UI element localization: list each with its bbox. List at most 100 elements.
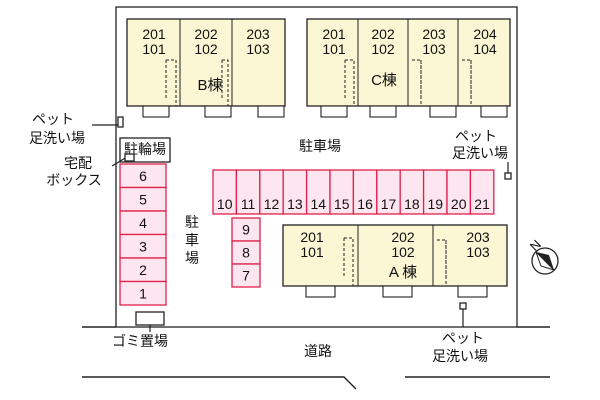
pet-footwash-left-marker (117, 116, 124, 128)
parking-space: 15 (329, 169, 355, 215)
unit-number: 203 (246, 26, 270, 42)
building-b-stair (165, 59, 177, 106)
parking-space: 4 (119, 210, 167, 236)
parking-left-column: 6 54 3 2 1 (119, 163, 167, 306)
parking-space: 12 (259, 169, 284, 215)
pet-footwash-bottom-label: ペット (442, 330, 484, 346)
parking-space-number: 16 (357, 196, 373, 212)
parking-area-label: 駐車場 (299, 138, 341, 154)
delivery-box-label: 宅配 (64, 155, 92, 171)
building-c-stair (344, 59, 355, 106)
building-a-balcony (457, 285, 488, 298)
parking-space: 19 (422, 169, 448, 215)
parking-space: 11 (235, 169, 261, 215)
unit-number: 102 (391, 244, 415, 260)
building-a-balcony (305, 285, 336, 298)
building-a-stair (437, 239, 447, 286)
parking-space-number: 8 (242, 245, 250, 261)
building-b-balcony (257, 105, 285, 118)
unit-number: 202 (194, 26, 218, 42)
road-edge-bottom-left (82, 376, 357, 390)
unit-number: 101 (142, 41, 166, 57)
parking-space-number: 2 (139, 262, 147, 278)
pet-footwash-left-label: ペット (32, 111, 74, 127)
building-a-balcony (382, 285, 413, 298)
building-c-stair (462, 59, 472, 106)
parking-space-number: 7 (242, 268, 250, 284)
parking-space-outline (469, 169, 495, 215)
parking-space-number: 14 (311, 196, 327, 212)
building-a-stair (343, 237, 354, 286)
building-c-stair (412, 59, 422, 106)
unit-number: 201 (300, 229, 324, 245)
building-b: 201 101 202 102 203 103 B棟 (126, 18, 286, 118)
unit-number: 201 (142, 26, 166, 42)
compass-arrow-icon (535, 251, 555, 271)
delivery-box (124, 153, 135, 162)
parking-space: 8 (231, 240, 261, 265)
parking-space-number: 18 (404, 196, 420, 212)
unit-number: 104 (473, 41, 497, 57)
building-a-label: A 棟 (389, 264, 417, 281)
garbage-area (135, 311, 165, 326)
parking-space: 2 (119, 257, 167, 283)
unit-number: 203 (466, 229, 490, 245)
bicycle-parking-label: 駐輪場 (124, 141, 166, 157)
parking-space: 6 (119, 163, 167, 189)
unit-number: 103 (422, 41, 446, 57)
unit-number: 101 (300, 244, 324, 260)
parking-side-label: 場 (185, 250, 199, 266)
parking-space-number: 12 (264, 196, 280, 212)
parking-side-label: 駐 (185, 214, 199, 230)
pet-footwash-left-label: 足洗い場 (29, 130, 85, 146)
parking-space: 3 (119, 233, 167, 259)
building-a: 201 101 202 102 203 103 A 棟 (282, 224, 508, 298)
building-b-balcony (204, 105, 232, 118)
unit-number: 103 (246, 41, 270, 57)
garbage-area-label: ゴミ置場 (112, 333, 168, 349)
parking-space: 16 (352, 169, 378, 215)
parking-space: 18 (399, 169, 425, 215)
parking-space-number: 3 (139, 238, 147, 254)
parking-space-number: 1 (139, 285, 147, 301)
parking-space-number: 13 (287, 196, 303, 212)
pet-footwash-bottom-label: 足洗い場 (432, 348, 488, 364)
parking-space: 1 (119, 280, 167, 306)
parking-space: 21 (469, 169, 495, 215)
parking-space-number: 21 (474, 196, 490, 212)
parking-space-number: 9 (242, 222, 250, 238)
building-c-balcony (369, 105, 397, 118)
pet-footwash-right-label: ペット (455, 128, 497, 144)
parking-space-number: 6 (139, 168, 147, 184)
building-b-balcony (142, 105, 170, 118)
unit-number: 102 (371, 41, 395, 57)
parking-space: 17 (376, 169, 401, 215)
parking-space-number: 19 (428, 196, 444, 212)
parking-space-outline (119, 280, 167, 306)
unit-number: 101 (322, 41, 346, 57)
delivery-box-label: ボックス (46, 172, 102, 188)
parking-space: 7 (231, 263, 261, 288)
parking-middle-column: 9 8 7 (231, 217, 261, 288)
unit-number: 102 (194, 41, 218, 57)
parking-space-number: 10 (217, 196, 233, 212)
building-c: 201 101 202 102 203 103 204 104 C棟 (306, 18, 511, 118)
road-label: 道路 (304, 343, 332, 359)
parking-space: 14 (305, 169, 331, 215)
parking-space: 20 (446, 169, 472, 215)
parking-space-number: 11 (241, 196, 256, 212)
building-c-balcony (429, 105, 457, 118)
parking-side-label: 車 (185, 232, 199, 248)
building-b-stair (221, 59, 229, 106)
building-c-label: C棟 (371, 72, 397, 89)
parking-space: 9 (231, 217, 261, 242)
unit-number: 202 (371, 26, 395, 42)
unit-number: 103 (466, 244, 490, 260)
unit-number: 203 (422, 26, 446, 42)
parking-space: 5 (119, 186, 167, 212)
parking-space-number: 15 (334, 196, 350, 212)
pet-footwash-bottom-marker (459, 302, 467, 310)
parking-space: 10 (212, 169, 238, 215)
